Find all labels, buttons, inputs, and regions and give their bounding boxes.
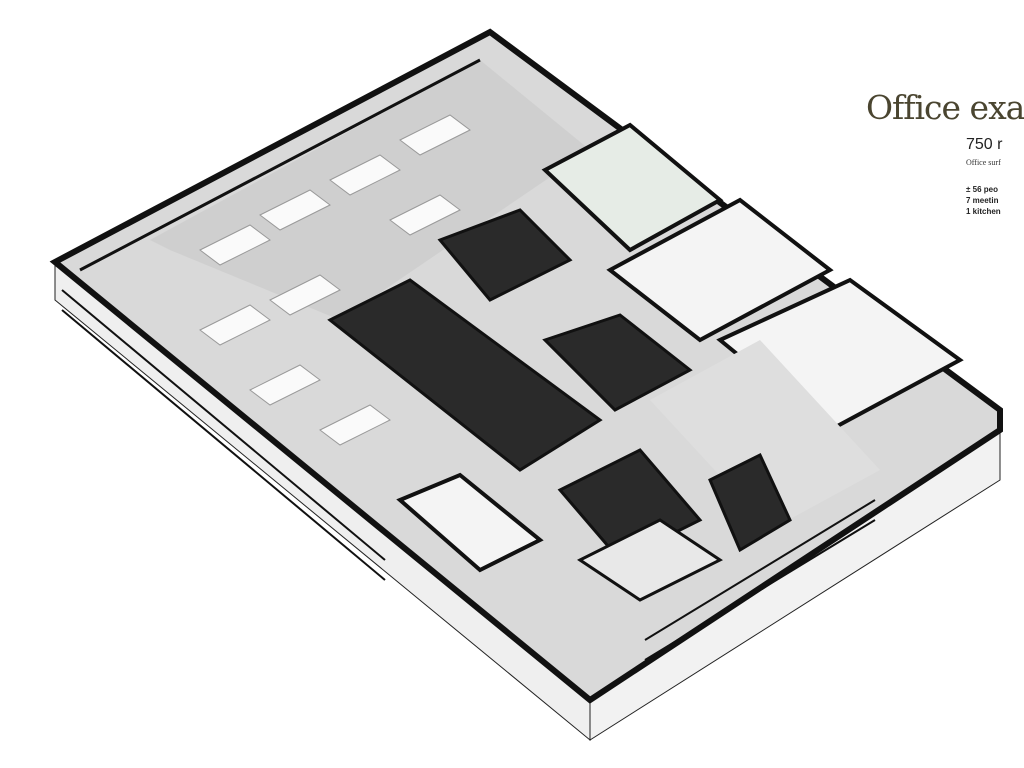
office-bottom-2 (577, 518, 723, 602)
fact-kitchen: 1 kitchen (966, 207, 1001, 216)
office-bottom-1 (396, 472, 544, 573)
window-row-right (644, 499, 876, 661)
page-title: Office exar (866, 88, 1024, 127)
window-row-top (79, 58, 481, 272)
area-value: 750 r (966, 136, 1003, 153)
desk-clusters (199, 114, 471, 446)
fact-meeting-rooms: 7 meetin (966, 196, 999, 205)
facts-list: ± 56 peo 7 meetin 1 kitchen (966, 184, 1001, 217)
info-panel: Office exar 750 r Office surf ± 56 peo 7… (866, 88, 1024, 228)
fact-people: ± 56 peo (966, 185, 998, 194)
room-white-1 (606, 197, 834, 343)
meeting-room-5 (708, 452, 792, 553)
meeting-room-3 (542, 313, 693, 412)
meeting-room-2 (437, 208, 573, 302)
kitchen (541, 122, 724, 253)
surface-label: Office surf (966, 158, 1001, 167)
corridor-gallery (650, 340, 880, 530)
open-workspace (150, 60, 590, 320)
meeting-room-1 (327, 278, 603, 472)
window-row-left (61, 289, 386, 581)
